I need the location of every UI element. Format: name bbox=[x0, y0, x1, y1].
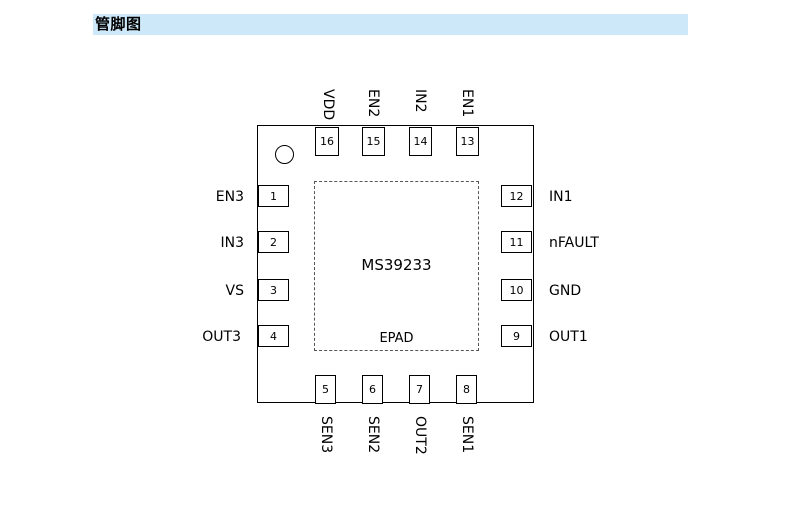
pin-14: 14 bbox=[409, 127, 432, 156]
pin-label-in2: IN2 bbox=[412, 89, 428, 113]
pin-9: 9 bbox=[501, 325, 532, 347]
pin-label-in3: IN3 bbox=[220, 235, 244, 251]
pin-label-nfault: nFAULT bbox=[549, 235, 599, 251]
pin-label-out1: OUT1 bbox=[549, 329, 588, 345]
pin-15: 15 bbox=[362, 127, 385, 156]
section-header: 管脚图 bbox=[93, 14, 688, 35]
pin-7: 7 bbox=[409, 375, 430, 404]
pin1-indicator-circle bbox=[275, 145, 294, 164]
pin-13: 13 bbox=[456, 127, 479, 156]
epad-label: EPAD bbox=[379, 331, 414, 346]
pin-10: 10 bbox=[501, 279, 532, 301]
pin-label-out3: OUT3 bbox=[202, 329, 241, 345]
pin-16: 16 bbox=[315, 127, 339, 156]
pin-label-sen1: SEN1 bbox=[459, 416, 475, 454]
pin-12: 12 bbox=[501, 185, 532, 207]
exposed-pad bbox=[314, 181, 479, 351]
chip-name: MS39233 bbox=[361, 256, 432, 274]
pin-2: 2 bbox=[258, 231, 289, 253]
pin-1: 1 bbox=[258, 185, 289, 207]
pin-label-vdd: VDD bbox=[320, 89, 336, 121]
pin-label-en2: EN2 bbox=[365, 89, 381, 118]
pin-label-gnd: GND bbox=[549, 283, 582, 299]
pin-11: 11 bbox=[501, 231, 532, 253]
pin-8: 8 bbox=[456, 375, 477, 404]
pin-5: 5 bbox=[315, 375, 336, 404]
pin-4: 4 bbox=[258, 325, 289, 347]
pin-label-vs: VS bbox=[225, 283, 244, 299]
pin-3: 3 bbox=[258, 279, 289, 301]
pin-label-out2: OUT2 bbox=[412, 416, 428, 455]
pin-6: 6 bbox=[362, 375, 383, 404]
chip-package-outline bbox=[257, 125, 534, 403]
pin-label-en1: EN1 bbox=[459, 89, 475, 118]
pin-label-sen3: SEN3 bbox=[318, 416, 334, 454]
pin-label-in1: IN1 bbox=[549, 189, 573, 205]
section-title: 管脚图 bbox=[95, 15, 142, 33]
pin-label-sen2: SEN2 bbox=[365, 416, 381, 454]
pin-label-en3: EN3 bbox=[215, 189, 244, 205]
